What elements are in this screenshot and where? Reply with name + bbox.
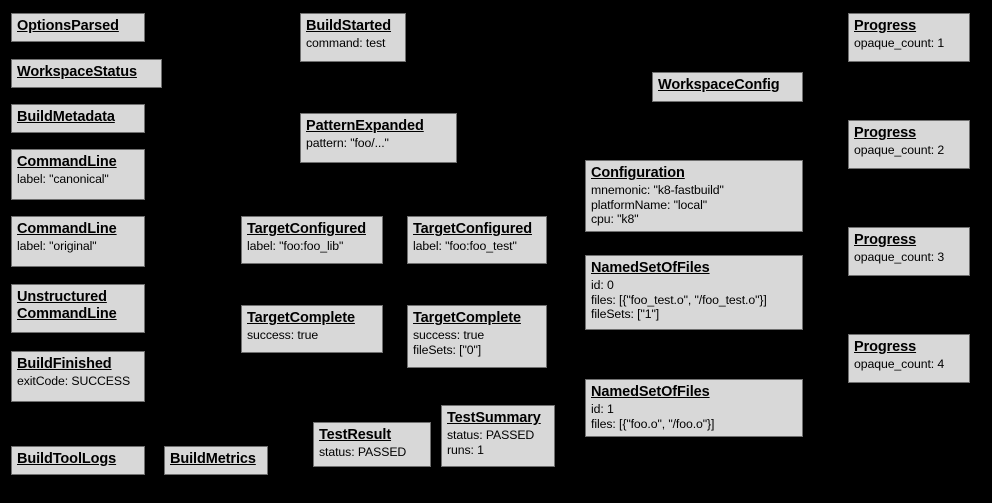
node-field: files: [{"foo.o", "/foo.o"}] (591, 416, 715, 431)
node-field: success: true (247, 328, 319, 343)
node-configuration[interactable]: Configuration mnemonic: "k8-fastbuild"pla… (585, 160, 803, 232)
node-field: success: true (413, 328, 485, 343)
node-fields: label: "foo:foo_lib" (247, 239, 377, 254)
node-title: TestResult (319, 427, 392, 443)
node-title: BuildMetadata (17, 109, 115, 125)
node-title: PatternExpanded (306, 118, 424, 134)
node-field: label: "original" (17, 239, 97, 254)
node-workspace-config[interactable]: WorkspaceConfig (652, 72, 803, 102)
node-build-started[interactable]: BuildStarted command: test (300, 13, 406, 62)
node-title: Progress (854, 339, 917, 355)
node-field: exitCode: SUCCESS (17, 374, 131, 389)
node-progress-4[interactable]: Progress opaque_count: 4 (848, 334, 970, 383)
node-progress-3[interactable]: Progress opaque_count: 3 (848, 227, 970, 276)
node-build-metadata[interactable]: BuildMetadata (11, 104, 145, 133)
node-field: label: "foo:foo_test" (413, 239, 517, 254)
node-field: fileSets: ["1"] (591, 307, 660, 322)
node-test-result[interactable]: TestResult status: PASSED (313, 422, 431, 467)
node-title: TargetConfigured (247, 221, 366, 237)
node-title: Progress (854, 232, 917, 248)
node-field: mnemonic: "k8-fastbuild" (591, 183, 724, 198)
node-field: cpu: "k8" (591, 212, 639, 227)
node-title: Unstructured CommandLine (17, 289, 117, 323)
node-pattern-expanded[interactable]: PatternExpanded pattern: "foo/..." (300, 113, 457, 163)
node-fields: opaque_count: 2 (854, 143, 964, 158)
node-fields: label: "canonical" (17, 172, 139, 187)
node-field: label: "foo:foo_lib" (247, 239, 344, 254)
node-field: opaque_count: 1 (854, 36, 945, 51)
node-progress-1[interactable]: Progress opaque_count: 1 (848, 13, 970, 62)
node-unstructured-command-line[interactable]: Unstructured CommandLine (11, 284, 145, 333)
node-title: BuildToolLogs (17, 451, 117, 467)
node-fields: status: PASSED (319, 445, 425, 460)
node-fields: success: true (247, 328, 377, 343)
node-fields: pattern: "foo/..." (306, 136, 451, 151)
node-build-finished[interactable]: BuildFinished exitCode: SUCCESS (11, 351, 145, 402)
node-title: BuildStarted (306, 18, 392, 34)
node-field: fileSets: ["0"] (413, 342, 482, 357)
node-title: Configuration (591, 165, 685, 181)
node-fields: opaque_count: 1 (854, 36, 964, 51)
node-title: Progress (854, 125, 917, 141)
node-target-complete-lib[interactable]: TargetComplete success: true (241, 305, 383, 353)
node-title: TestSummary (447, 410, 541, 426)
node-progress-2[interactable]: Progress opaque_count: 2 (848, 120, 970, 169)
node-title: CommandLine (17, 221, 117, 237)
node-title: Progress (854, 18, 917, 34)
node-field: pattern: "foo/..." (306, 136, 389, 151)
node-title: NamedSetOfFiles (591, 384, 710, 400)
node-title: NamedSetOfFiles (591, 260, 710, 276)
node-title: WorkspaceStatus (17, 64, 137, 80)
node-title: WorkspaceConfig (658, 77, 780, 93)
node-title: BuildFinished (17, 356, 112, 372)
node-field: id: 1 (591, 402, 614, 417)
node-fields: mnemonic: "k8-fastbuild"platformName: "l… (591, 183, 797, 227)
node-field: platformName: "local" (591, 197, 707, 212)
node-command-line-original[interactable]: CommandLine label: "original" (11, 216, 145, 267)
node-fields: opaque_count: 3 (854, 250, 964, 265)
node-fields: label: "original" (17, 239, 139, 254)
node-options-parsed[interactable]: OptionsParsed (11, 13, 145, 42)
node-build-metrics[interactable]: BuildMetrics (164, 446, 268, 475)
node-field: status: PASSED (319, 445, 407, 460)
node-field: status: PASSED (447, 428, 535, 443)
node-field: opaque_count: 2 (854, 143, 945, 158)
node-build-tool-logs[interactable]: BuildToolLogs (11, 446, 145, 475)
node-fields: exitCode: SUCCESS (17, 374, 139, 389)
node-title: TargetConfigured (413, 221, 532, 237)
node-field: command: test (306, 36, 386, 51)
node-field: label: "canonical" (17, 172, 109, 187)
node-title: CommandLine (17, 154, 117, 170)
node-fields: command: test (306, 36, 400, 51)
node-field: runs: 1 (447, 442, 484, 457)
node-field: id: 0 (591, 278, 614, 293)
node-command-line-canonical[interactable]: CommandLine label: "canonical" (11, 149, 145, 200)
node-fields: opaque_count: 4 (854, 357, 964, 372)
node-target-configured-foo-test[interactable]: TargetConfigured label: "foo:foo_test" (407, 216, 547, 264)
node-title: OptionsParsed (17, 18, 119, 34)
node-title: TargetComplete (247, 310, 355, 326)
node-field: opaque_count: 3 (854, 250, 945, 265)
node-workspace-status[interactable]: WorkspaceStatus (11, 59, 162, 88)
node-field: opaque_count: 4 (854, 357, 945, 372)
node-title: TargetComplete (413, 310, 521, 326)
node-target-configured-foo-lib[interactable]: TargetConfigured label: "foo:foo_lib" (241, 216, 383, 264)
node-field: files: [{"foo_test.o", "/foo_test.o"}] (591, 292, 767, 307)
node-title: BuildMetrics (170, 451, 256, 467)
node-fields: label: "foo:foo_test" (413, 239, 541, 254)
